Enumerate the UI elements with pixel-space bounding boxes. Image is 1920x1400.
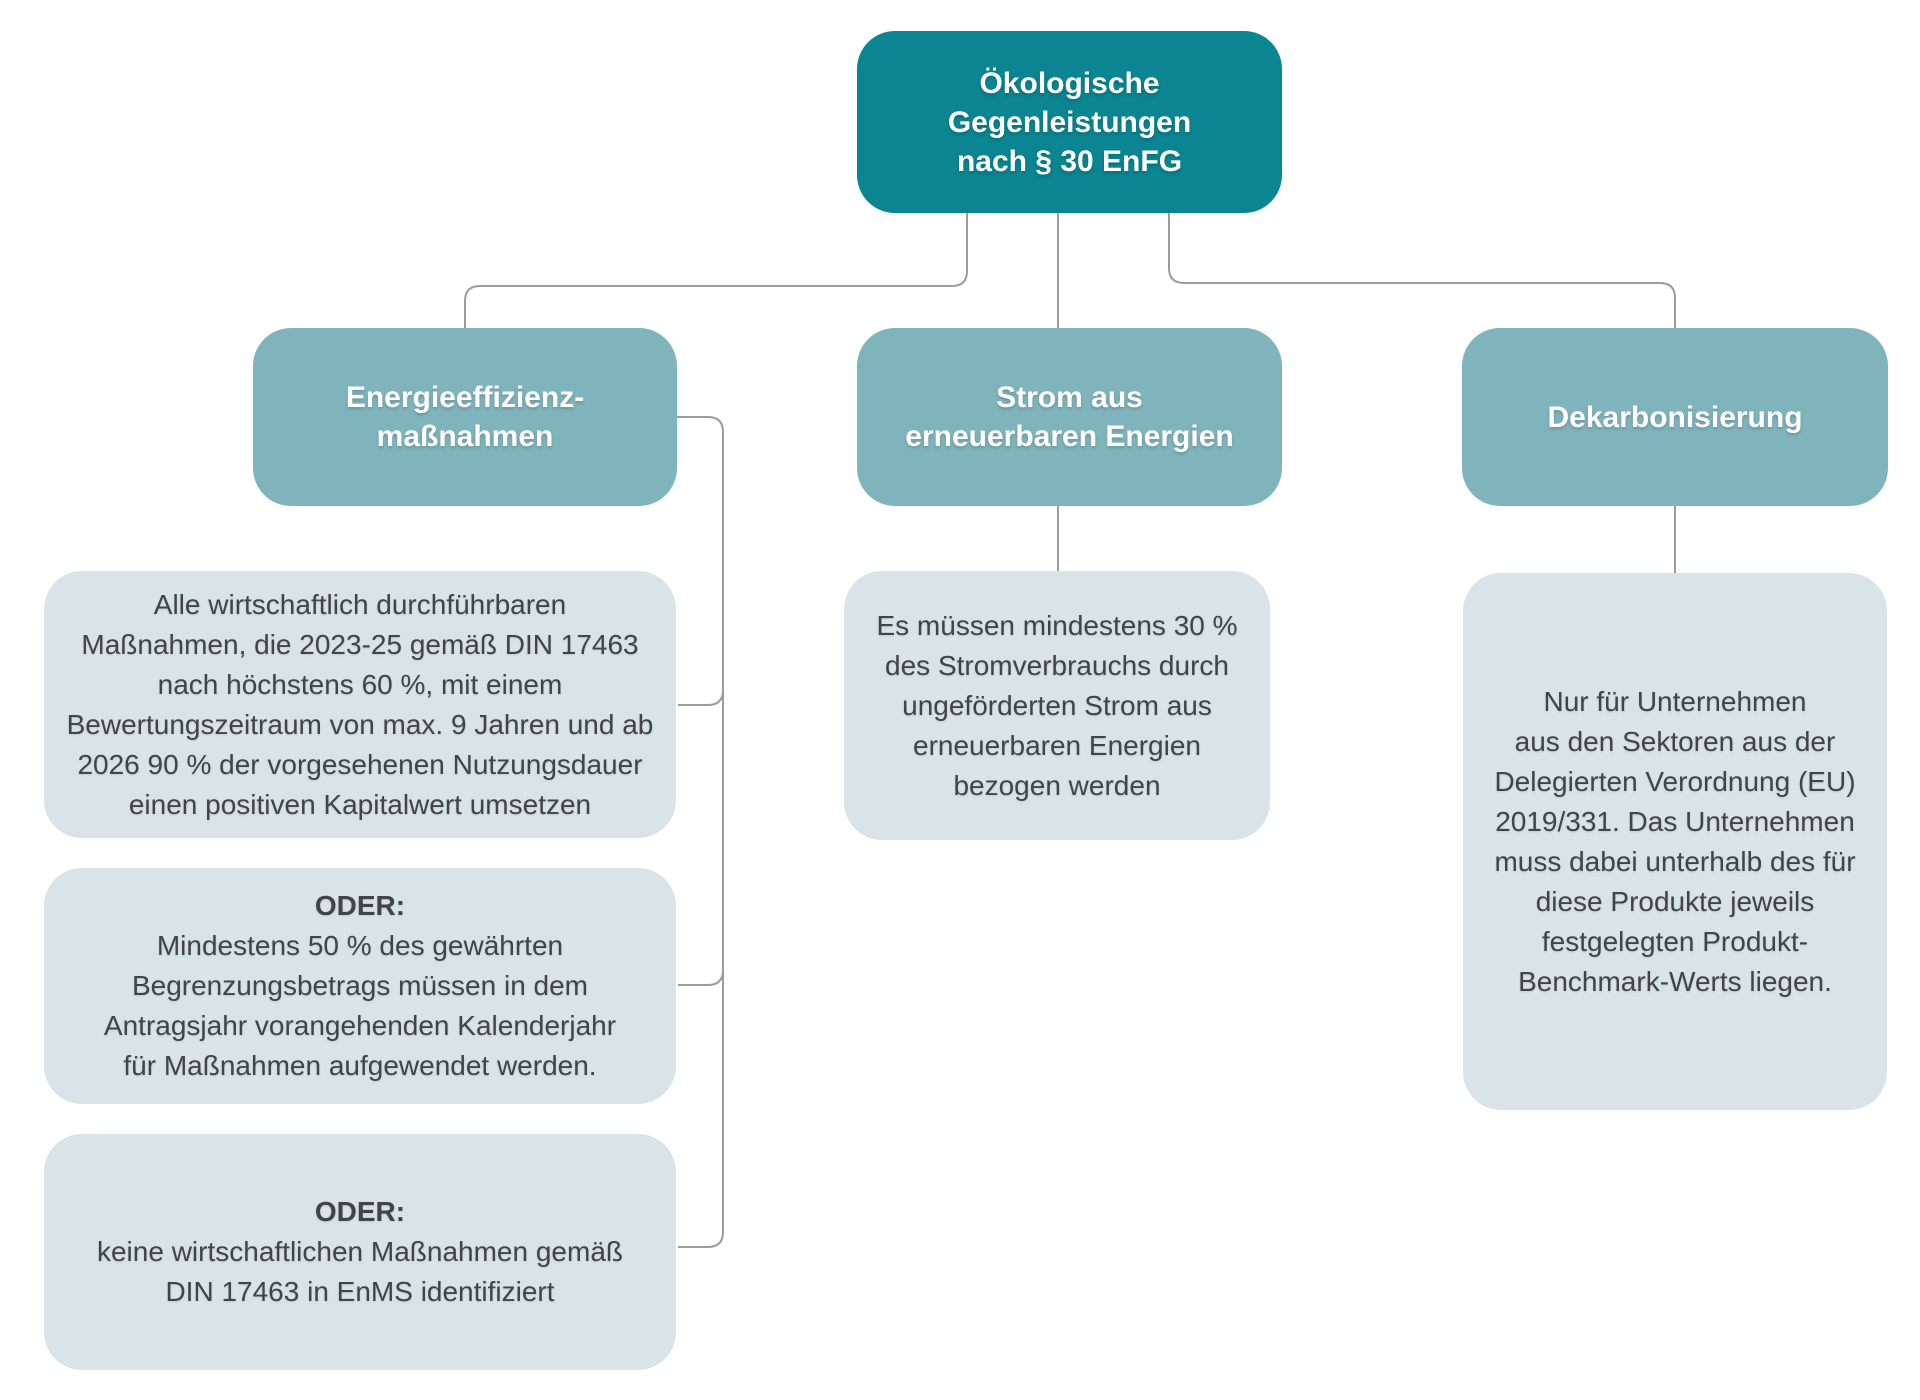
- leaf-node-energieeffizienz-option-3: ODER: keine wirtschaftlichen Maßnahmen g…: [44, 1134, 676, 1370]
- leaf-text: Nur für Unternehmen aus den Sektoren aus…: [1494, 685, 1856, 997]
- leaf-node-energieeffizienz-option-1: Alle wirtschaftlich durchführbaren Maßna…: [44, 571, 676, 838]
- branch-node-strom: Strom aus erneuerbaren Energien: [857, 328, 1282, 506]
- branch-node-label: Energieeffizienz- maßnahmen: [345, 381, 585, 453]
- leaf-node-strom-detail: Es müssen mindestens 30 % des Stromverbr…: [844, 571, 1270, 840]
- connector-root-to-branch-3: [1168, 213, 1676, 328]
- connector-branch-1-to-leaf-2: [678, 969, 724, 986]
- leaf-node-energieeffizienz-option-2: ODER: Mindestens 50 % des gewährten Begr…: [44, 868, 676, 1104]
- leaf-node-dekarbonisierung-detail: Nur für Unternehmen aus den Sektoren aus…: [1463, 573, 1887, 1110]
- leaf-text: Es müssen mindestens 30 % des Stromverbr…: [876, 609, 1238, 801]
- leaf-text: Mindestens 50 % des gewährten Begrenzung…: [103, 930, 617, 1081]
- connector-root-to-branch-1: [464, 213, 968, 328]
- leaf-text: Alle wirtschaftlich durchführbaren Maßna…: [66, 588, 654, 820]
- root-node-label: Ökologische Gegenleistungen nach § 30 En…: [947, 66, 1192, 178]
- leaf-text: keine wirtschaftlichen Maßnahmen gemäß D…: [96, 1236, 623, 1307]
- branch-node-energieeffizienz: Energieeffizienz- maßnahmen: [253, 328, 677, 506]
- branch-node-label: Dekarbonisierung: [1547, 400, 1803, 434]
- connector-branch-1-to-leaf-1: [678, 689, 724, 706]
- leaf-heading: ODER:: [314, 890, 406, 921]
- branch-node-dekarbonisierung: Dekarbonisierung: [1462, 328, 1888, 506]
- connector-branch-1-trunk: [677, 416, 724, 1248]
- branch-node-label: Strom aus erneuerbaren Energien: [905, 381, 1234, 453]
- root-node: Ökologische Gegenleistungen nach § 30 En…: [857, 31, 1282, 213]
- leaf-heading: ODER:: [314, 1196, 406, 1227]
